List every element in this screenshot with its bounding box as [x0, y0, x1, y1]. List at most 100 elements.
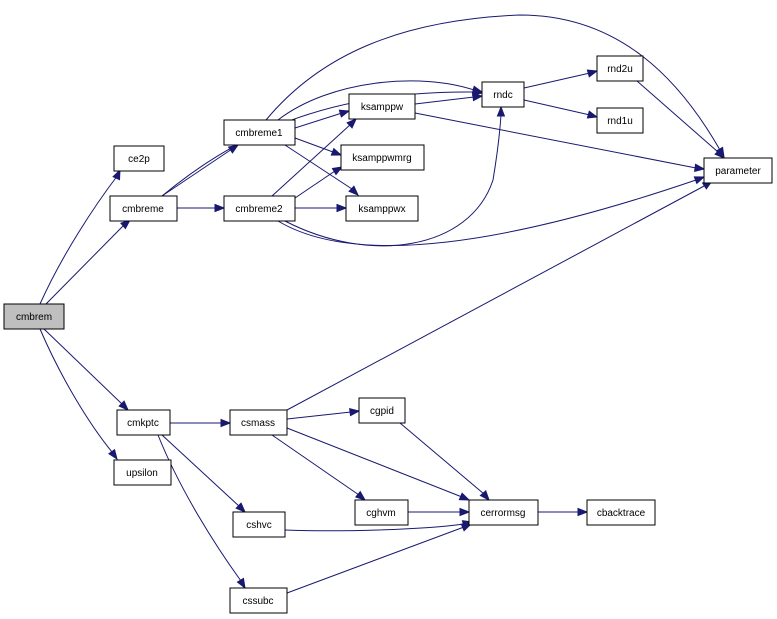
- edge-arrowhead: [331, 166, 344, 176]
- node-label: cshvc: [246, 520, 272, 531]
- edge-csmass-to-cghvm: [271, 434, 367, 501]
- edge-cmbreme1-to-ksamppw: [294, 109, 351, 129]
- edge-cmbrem-to-cmbreme: [45, 219, 132, 305]
- edge-line: [523, 72, 591, 89]
- edge-ksamppw-to-parameter: [414, 112, 706, 172]
- edge-line: [636, 80, 719, 153]
- edge-cgpid-to-cerrormsg: [399, 422, 490, 502]
- edge-line: [294, 137, 334, 153]
- node-csmass[interactable]: csmass: [229, 409, 288, 436]
- edge-arrowhead: [336, 203, 348, 213]
- node-cerrormsg[interactable]: cerrormsg: [468, 499, 539, 526]
- node-cghvm[interactable]: cghvm: [354, 499, 409, 526]
- edge-cmbreme2-to-rndc: [284, 105, 506, 247]
- node-label: cbacktrace: [597, 508, 646, 519]
- edge-arrowhead: [460, 523, 473, 532]
- edge-cmbreme1-to-rndc: [277, 80, 484, 121]
- node-label: cmbreme1: [235, 128, 283, 139]
- edge-line: [294, 170, 336, 199]
- edge-arrowhead: [693, 176, 706, 185]
- edge-arrowhead: [330, 147, 343, 156]
- edge-line: [157, 434, 242, 582]
- node-label: cmbreme2: [235, 204, 283, 215]
- edge-cssubc-to-cerrormsg: [286, 523, 473, 594]
- node-label: rnd1u: [607, 116, 633, 127]
- edge-line: [277, 80, 475, 121]
- edge-arrowhead: [458, 492, 471, 501]
- edge-arrowhead: [214, 203, 226, 213]
- edge-arrowhead: [338, 109, 351, 118]
- edge-line: [399, 422, 485, 495]
- edge-line: [271, 434, 360, 496]
- node-cmbreme2[interactable]: cmbreme2: [223, 195, 296, 222]
- edge-line: [271, 123, 352, 197]
- node-upsilon[interactable]: upsilon: [113, 459, 172, 486]
- node-cbacktrace[interactable]: cbacktrace: [586, 499, 656, 526]
- edge-cmbrem-to-ce2p: [39, 168, 121, 305]
- edge-rnd2u-to-parameter: [636, 80, 725, 159]
- node-cssubc[interactable]: cssubc: [229, 587, 288, 614]
- edge-cerrormsg-to-cbacktrace: [538, 507, 589, 517]
- edge-cmbrem-to-cmkptc: [43, 328, 129, 411]
- edge-arrowhead: [496, 105, 506, 117]
- edge-cmbreme2-to-ksamppwx: [295, 203, 348, 213]
- edge-arrowhead: [471, 85, 484, 94]
- edge-arrowhead: [236, 577, 246, 590]
- edge-line: [414, 112, 697, 169]
- edge-rndc-to-rnd2u: [523, 69, 599, 89]
- node-cmkptc[interactable]: cmkptc: [116, 409, 171, 436]
- edge-arrowhead: [112, 168, 121, 181]
- node-ksamppw[interactable]: ksamppw: [348, 93, 416, 120]
- edge-line: [523, 99, 591, 116]
- edge-csmass-to-cgpid: [286, 407, 361, 420]
- edge-arrowhead: [459, 507, 471, 517]
- edge-arrowhead: [577, 507, 589, 517]
- edge-arrowhead: [346, 118, 357, 129]
- node-cmbreme1[interactable]: cmbreme1: [223, 119, 296, 146]
- node-label: cmkptc: [127, 418, 159, 429]
- edge-arrowhead: [120, 219, 132, 230]
- edge-cghvm-to-cerrormsg: [408, 507, 471, 517]
- node-label: cghvm: [366, 508, 395, 519]
- edge-line: [284, 523, 465, 532]
- edge-arrowhead: [108, 448, 118, 461]
- node-cmbrem[interactable]: cmbrem: [3, 303, 65, 330]
- node-ce2p[interactable]: ce2p: [113, 145, 165, 172]
- node-label: cerrormsg: [480, 508, 525, 519]
- edge-arrowhead: [118, 400, 129, 411]
- node-label: cmbreme: [122, 204, 164, 215]
- edge-arrowhead: [472, 92, 484, 102]
- node-label: ksamppwx: [358, 204, 405, 215]
- edge-line: [161, 148, 233, 197]
- node-parameter[interactable]: parameter: [703, 157, 773, 184]
- edge-csmass-to-cerrormsg: [286, 427, 471, 501]
- node-rndc[interactable]: rndc: [481, 81, 525, 108]
- edge-line: [161, 91, 475, 197]
- node-ksamppwmrg[interactable]: ksamppwmrg: [340, 144, 425, 171]
- node-rnd1u[interactable]: rnd1u: [596, 107, 644, 134]
- node-rnd2u[interactable]: rnd2u: [596, 55, 644, 82]
- edge-line: [39, 328, 113, 453]
- edge-arrowhead: [694, 163, 706, 172]
- node-cmbreme[interactable]: cmbreme: [109, 195, 178, 222]
- edge-rndc-to-rnd1u: [523, 99, 599, 119]
- edge-arrowhead: [235, 502, 246, 513]
- edge-cmkptc-to-cssubc: [157, 434, 246, 590]
- edge-cmkptc-to-cshvc: [161, 434, 246, 513]
- node-ksamppwx[interactable]: ksamppwx: [345, 195, 419, 222]
- edge-cmbreme2-to-parameter: [277, 176, 706, 246]
- edge-line: [294, 112, 343, 129]
- edge-arrowhead: [714, 148, 725, 159]
- edge-cmkptc-to-csmass: [170, 418, 232, 428]
- edge-ksamppw-to-rndc: [414, 92, 484, 105]
- edge-arrowhead: [348, 185, 359, 196]
- node-cshvc[interactable]: cshvc: [232, 511, 286, 538]
- edge-arrowhead: [586, 69, 599, 78]
- edge-line: [265, 14, 721, 151]
- edge-cmbreme1-to-ksamppwmrg: [294, 137, 343, 156]
- node-label: upsilon: [126, 468, 158, 479]
- node-cgpid[interactable]: cgpid: [358, 397, 406, 424]
- edge-line: [286, 411, 352, 420]
- node-label: cmbrem: [16, 312, 52, 323]
